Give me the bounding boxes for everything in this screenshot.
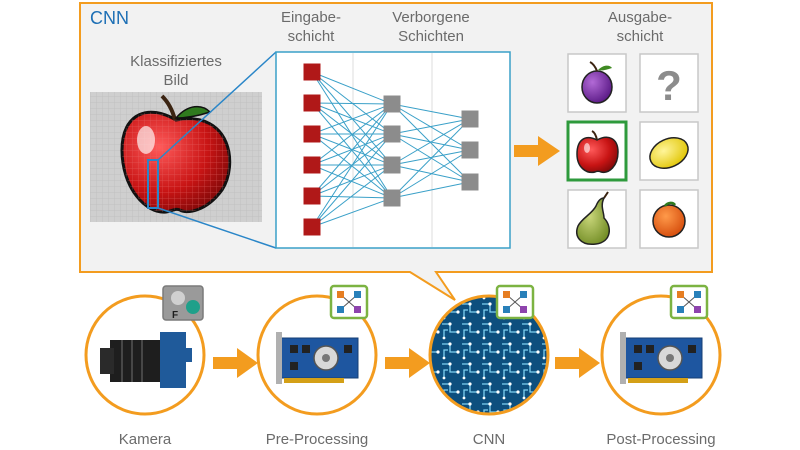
connection-line: [311, 71, 393, 105]
panel-title: CNN: [90, 8, 129, 28]
connection-line: [311, 103, 393, 166]
input-layer-label-line2: schicht: [288, 28, 336, 45]
classified-image-label-line2: Bild: [163, 72, 188, 89]
orange-icon: [652, 204, 686, 238]
classified-image-label: Klassifiziertes: [130, 53, 222, 70]
postprocessing-stage: Post-Processing: [600, 284, 722, 448]
connection-line: [311, 102, 393, 105]
cnn-label: CNN: [473, 431, 506, 448]
hidden-node: [383, 95, 401, 113]
connection-line: [391, 181, 471, 199]
connection-line: [311, 103, 393, 197]
arrow-icon: [385, 348, 430, 378]
circuit-board-icon: [428, 294, 550, 416]
input-node: [303, 94, 321, 112]
input-node: [303, 218, 321, 236]
hidden-layers-label-line2: Schichten: [398, 28, 464, 45]
hidden-layers-label: Verborgene: [392, 9, 470, 26]
output-tile-unknown: ?: [639, 53, 699, 113]
output-tile-plum: [567, 53, 627, 113]
connection-line: [391, 103, 471, 120]
camera-badge-letter: F: [172, 310, 178, 321]
input-layer-nodes: [303, 63, 321, 236]
classified-image: [90, 92, 262, 222]
camera-label: Kamera: [119, 431, 172, 448]
hidden-node: [383, 125, 401, 143]
arrow-icon: [213, 348, 258, 378]
connection-line: [311, 164, 393, 228]
network-badge-icon: [329, 284, 369, 320]
network-connections: [311, 71, 471, 228]
preprocessing-label: Pre-Processing: [266, 431, 369, 448]
connection-line: [311, 164, 393, 199]
pipeline: F Kamera: [84, 284, 722, 448]
postprocessing-label: Post-Processing: [606, 431, 715, 448]
network-badge-icon: [669, 284, 709, 320]
graphics-card-icon: [620, 332, 703, 384]
connection-line: [391, 149, 471, 199]
camera-icon: [100, 332, 192, 388]
camera-stage: F Kamera: [84, 285, 206, 448]
connection-line: [391, 103, 471, 183]
connection-line: [391, 149, 471, 166]
hidden-node: [461, 110, 479, 128]
input-node: [303, 63, 321, 81]
output-layer-label: Ausgabe-: [608, 9, 672, 26]
lemon-icon: [649, 137, 689, 169]
hidden-node: [383, 156, 401, 174]
hidden-node: [383, 189, 401, 207]
arrow-icon: [514, 136, 560, 166]
connection-line: [311, 197, 393, 228]
input-node: [303, 125, 321, 143]
connection-line: [311, 195, 393, 199]
output-tile-lemon: [639, 121, 699, 181]
question-mark-icon: ?: [656, 62, 682, 109]
graphics-card-icon: [276, 332, 359, 384]
hidden-node: [461, 173, 479, 191]
hidden-node: [461, 141, 479, 159]
connection-line: [311, 103, 393, 228]
hidden-layer-1-nodes: [383, 95, 401, 207]
pear-icon: [576, 197, 610, 245]
input-node: [303, 156, 321, 174]
connection-line: [391, 118, 471, 166]
receptive-field-box: [147, 159, 159, 209]
hidden-layer-2-nodes: [461, 110, 479, 191]
connection-line: [311, 133, 393, 228]
connection-line: [391, 118, 471, 135]
apple-icon: [576, 136, 619, 174]
input-layer-label: Eingabe-: [281, 9, 341, 26]
output-tile-orange: [639, 189, 699, 249]
zoom-line-bottom: [157, 207, 277, 249]
network-badge-icon: [495, 284, 535, 320]
arrow-icon: [555, 348, 600, 378]
cnn-panel: CNN Klassifiziertes Bild Eingabe- schich…: [79, 2, 713, 301]
cnn-stage: CNN: [428, 284, 550, 448]
camera-badge: F: [162, 285, 204, 321]
output-tile-apple-selected: [566, 120, 628, 182]
output-tile-pear: [567, 189, 627, 249]
zoom-line-top: [157, 51, 277, 161]
connection-line: [391, 118, 471, 199]
plum-icon: [581, 70, 613, 104]
connection-line: [311, 103, 393, 135]
preprocessing-stage: Pre-Processing: [256, 284, 378, 448]
output-layer-label-line2: schicht: [617, 28, 665, 45]
input-node: [303, 187, 321, 205]
